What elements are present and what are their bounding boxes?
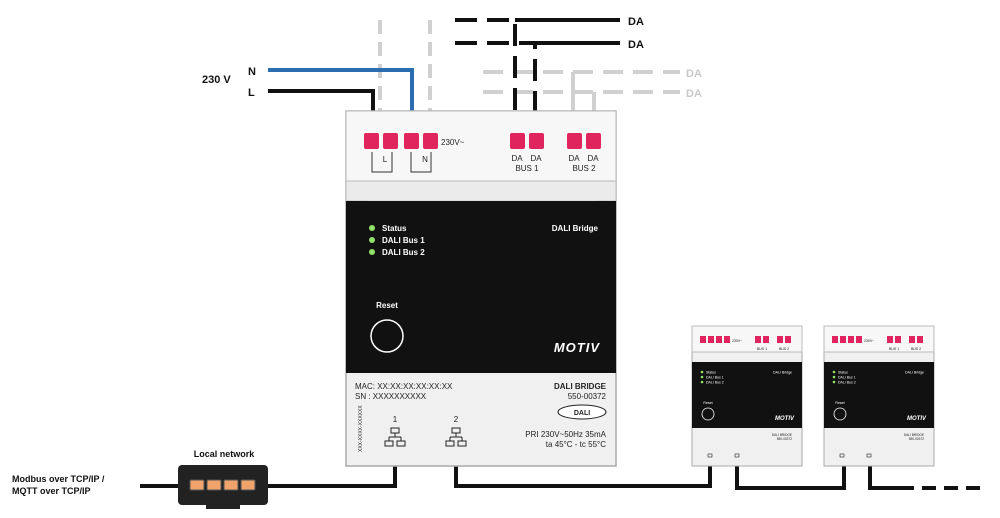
svg-text:BUS 1: BUS 1 <box>889 347 899 351</box>
svg-text:DALI Bus 2: DALI Bus 2 <box>838 381 856 385</box>
svg-text:DALI Bus 2: DALI Bus 2 <box>706 381 724 385</box>
svg-text:550-00372: 550-00372 <box>909 437 924 441</box>
svg-text:BUS 2: BUS 2 <box>911 347 921 351</box>
side-code: XXX-XXXX-XXXXXX <box>358 405 364 452</box>
svg-text:230V~: 230V~ <box>732 339 742 343</box>
port2-label: 2 <box>454 415 459 424</box>
brand-logo: MOTIV <box>554 340 600 355</box>
led-label-bus1: DALI Bus 1 <box>382 236 425 245</box>
bus1-da-label: DA <box>511 154 523 163</box>
network-port-1-icon <box>384 427 406 447</box>
svg-text:Status: Status <box>838 371 848 375</box>
inactive-wires <box>378 20 680 111</box>
terminal-voltage-label: 230V~ <box>441 138 465 147</box>
bus2-label: BUS 2 <box>572 164 596 173</box>
svg-text:Reset: Reset <box>835 401 844 405</box>
network-port-2-icon <box>445 427 467 447</box>
svg-text:DALI Bus 1: DALI Bus 1 <box>838 376 856 380</box>
protocol-line-1: Modbus over TCP/IP / <box>12 474 105 484</box>
svg-text:MOTIV: MOTIV <box>775 416 795 422</box>
reset-label: Reset <box>376 301 398 310</box>
status-led <box>369 225 375 231</box>
svg-text:Reset: Reset <box>703 401 712 405</box>
live-label: L <box>248 87 255 99</box>
dali-bridge-device-small: 230V~ BUS 1 BUS 2 Status DALI Bus 1 DALI… <box>691 325 803 467</box>
model-title: DALI BRIDGE <box>554 382 607 391</box>
model-number: 550-00372 <box>568 392 607 401</box>
svg-text:MOTIV: MOTIV <box>907 416 927 422</box>
svg-text:DALI Bus 1: DALI Bus 1 <box>706 376 724 380</box>
svg-text:DALI: DALI <box>574 410 590 417</box>
network-switch <box>178 465 268 509</box>
switch-label: Local network <box>194 449 256 459</box>
power-terminals <box>364 133 601 149</box>
svg-text:BUS 2: BUS 2 <box>779 347 789 351</box>
svg-text:DALI BRIDGE: DALI BRIDGE <box>772 433 792 437</box>
serial-number: SN : XXXXXXXXXX <box>355 392 427 401</box>
svg-text:DALI Bridge: DALI Bridge <box>905 371 924 375</box>
svg-text:BUS 1: BUS 1 <box>757 347 767 351</box>
led-label-status: Status <box>382 224 407 233</box>
product-name: DALI Bridge <box>552 224 599 233</box>
terminal-l-label: L <box>383 155 388 164</box>
active-wires <box>140 18 980 490</box>
da-label-inactive: DA <box>686 68 702 80</box>
da-label-active: DA <box>628 16 644 28</box>
bus1-led <box>369 237 375 243</box>
rating-line-2: ta 45°C - tc 55°C <box>546 440 606 449</box>
mac-address: MAC: XX:XX:XX:XX:XX:XX <box>355 382 453 391</box>
bus2-da-label: DA <box>568 154 580 163</box>
svg-text:Status: Status <box>706 371 716 375</box>
reset-button[interactable] <box>833 407 847 421</box>
neutral-label: N <box>248 66 256 78</box>
dali-logo: DALI <box>557 404 607 420</box>
da-label-inactive: DA <box>686 88 702 100</box>
svg-text:DALI BRIDGE: DALI BRIDGE <box>904 433 924 437</box>
dali-bridge-device-small: 230V~ BUS 1 BUS 2 Status DALI Bus 1 DALI… <box>823 325 935 467</box>
svg-text:230V~: 230V~ <box>864 339 874 343</box>
bus2-da-label: DA <box>587 154 599 163</box>
bus2-led <box>369 249 375 255</box>
led-label-bus2: DALI Bus 2 <box>382 248 425 257</box>
reset-button[interactable] <box>701 407 715 421</box>
svg-text:550-00372: 550-00372 <box>777 437 792 441</box>
voltage-label: 230 V <box>202 74 231 86</box>
svg-text:DALI Bridge: DALI Bridge <box>773 371 792 375</box>
front-panel <box>346 201 616 373</box>
port1-label: 1 <box>393 415 398 424</box>
reset-button[interactable] <box>370 319 404 353</box>
protocol-line-2: MQTT over TCP/IP <box>12 486 91 496</box>
bus1-label: BUS 1 <box>515 164 539 173</box>
terminal-n-label: N <box>422 155 428 164</box>
dali-bridge-device: L N 230V~ DA DA BUS 1 DA DA BUS 2 Status… <box>345 110 617 467</box>
da-label-active: DA <box>628 39 644 51</box>
rating-line-1: PRI 230V~50Hz 35mA <box>525 430 606 439</box>
bus1-da-label: DA <box>530 154 542 163</box>
